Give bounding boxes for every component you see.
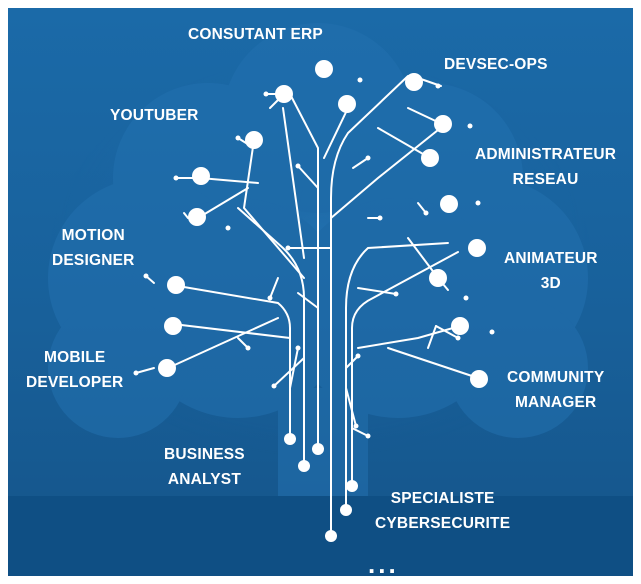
career-label-mobile-developer: MOBILE DEVELOPER [26, 349, 124, 391]
career-label-specialiste-cybersecurite: SPECIALISTE CYBERSECURITE [375, 490, 511, 532]
career-label-animateur-3d: ANIMATEUR 3D [504, 250, 598, 292]
career-tree-diagram: CONSUTANT ERP DEVSEC-OPS YOUTUBER ADMINI… [8, 8, 633, 576]
career-label-community-manager: COMMUNITY MANAGER [507, 369, 605, 411]
career-label-business-analyst: BUSINESS ANALYST [164, 446, 245, 488]
tree-illustration [8, 23, 633, 576]
career-label-youtuber: YOUTUBER [110, 107, 199, 124]
tree-silhouette [48, 23, 590, 498]
career-label-consultant-erp: CONSUTANT ERP [188, 26, 323, 43]
ground-band [8, 496, 633, 576]
career-label-devsec-ops: DEVSEC-OPS [444, 56, 548, 73]
career-label-motion-designer: MOTION DESIGNER [52, 227, 135, 269]
career-label-administrateur-reseau: ADMINISTRATEUR RESEAU [475, 146, 617, 188]
branch-terminals [133, 77, 495, 439]
circuit-branches [135, 75, 479, 537]
more-indicator: ... [368, 549, 399, 576]
branch-nodes [158, 60, 488, 542]
